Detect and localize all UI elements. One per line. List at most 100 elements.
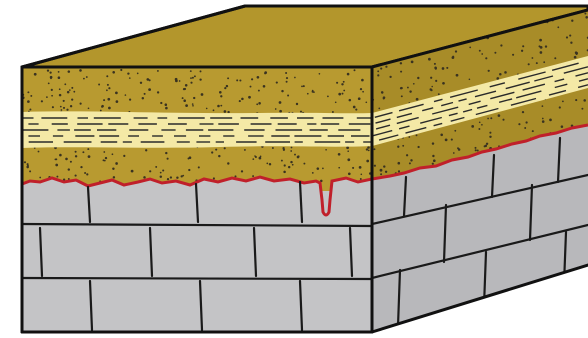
sand-grain-dot bbox=[557, 26, 559, 28]
sand-grain-dot bbox=[182, 97, 184, 99]
sand-grain-dot bbox=[58, 76, 61, 79]
sand-grain-dot bbox=[34, 73, 37, 76]
sand-grain-dot bbox=[252, 175, 254, 177]
sand-grain-dot bbox=[498, 114, 501, 117]
sand-grain-dot bbox=[224, 147, 226, 149]
sand-grain-dot bbox=[338, 153, 341, 156]
sand-grain-dot bbox=[27, 163, 29, 165]
sand-grain-dot bbox=[279, 101, 282, 104]
sand-grain-dot bbox=[380, 173, 382, 175]
sand-grain-dot bbox=[290, 150, 292, 152]
sand-grain-dot bbox=[322, 168, 324, 170]
sand-grain-dot bbox=[429, 88, 431, 90]
sand-grain-dot bbox=[75, 175, 77, 177]
sand-grain-dot bbox=[368, 150, 370, 152]
sand-grain-dot bbox=[24, 161, 26, 163]
sand-grain-dot bbox=[445, 139, 448, 142]
sand-grain-dot bbox=[58, 71, 60, 73]
sand-grain-dot bbox=[276, 82, 278, 84]
sand-grain-dot bbox=[115, 162, 118, 165]
block-front-face bbox=[21, 67, 372, 338]
sand-grain-dot bbox=[446, 67, 448, 69]
sand-grain-dot bbox=[338, 93, 341, 96]
sand-grain-dot bbox=[542, 105, 544, 107]
sand-grain-dot bbox=[185, 104, 188, 107]
sand-grain-dot bbox=[27, 100, 30, 103]
sand-grain-dot bbox=[438, 93, 440, 95]
sand-grain-dot bbox=[471, 125, 474, 128]
sand-grain-dot bbox=[562, 101, 564, 103]
sand-grain-dot bbox=[27, 91, 29, 93]
sand-grain-dot bbox=[409, 90, 411, 92]
sand-grain-dot bbox=[83, 78, 85, 80]
sand-grain-dot bbox=[416, 98, 419, 101]
sand-grain-dot bbox=[406, 154, 408, 156]
sand-grain-dot bbox=[485, 57, 487, 59]
sand-grain-dot bbox=[80, 103, 82, 105]
sand-grain-dot bbox=[82, 151, 84, 153]
sand-grain-dot bbox=[338, 167, 340, 169]
sand-grain-dot bbox=[227, 111, 229, 113]
sand-grain-dot bbox=[145, 149, 147, 151]
sand-grain-dot bbox=[286, 81, 288, 83]
sand-grain-dot bbox=[165, 152, 167, 154]
sand-grain-dot bbox=[283, 171, 286, 174]
sand-grain-dot bbox=[354, 69, 356, 71]
sand-grain-dot bbox=[319, 73, 321, 75]
sand-grain-dot bbox=[184, 88, 186, 90]
sand-grain-dot bbox=[407, 87, 409, 89]
sand-grain-dot bbox=[431, 86, 433, 88]
sand-grain-dot bbox=[569, 35, 571, 37]
sand-grain-dot bbox=[524, 127, 526, 129]
sand-grain-dot bbox=[211, 151, 213, 153]
sand-grain-dot bbox=[87, 148, 89, 150]
sand-grain-dot bbox=[226, 85, 228, 87]
sand-grain-dot bbox=[239, 100, 241, 102]
sand-grain-dot bbox=[101, 106, 103, 108]
sand-grain-dot bbox=[185, 84, 188, 87]
sand-grain-dot bbox=[68, 70, 71, 73]
sand-grain-dot bbox=[317, 167, 320, 170]
sand-grain-dot bbox=[365, 101, 367, 103]
sand-grain-dot bbox=[52, 106, 54, 108]
sand-grain-dot bbox=[347, 73, 350, 76]
sand-grain-dot bbox=[51, 89, 53, 91]
sand-grain-dot bbox=[236, 79, 238, 81]
sand-grain-dot bbox=[248, 96, 251, 99]
sand-grain-dot bbox=[570, 42, 572, 44]
sand-grain-dot bbox=[108, 87, 110, 89]
sand-grain-dot bbox=[494, 52, 496, 54]
sand-grain-dot bbox=[312, 172, 314, 174]
sand-grain-dot bbox=[100, 110, 102, 112]
sand-grain-dot bbox=[531, 57, 533, 59]
sand-grain-dot bbox=[256, 103, 258, 105]
sand-grain-dot bbox=[59, 88, 61, 90]
sand-grain-dot bbox=[455, 50, 457, 52]
sand-grain-dot bbox=[401, 95, 403, 97]
sand-grain-dot bbox=[335, 101, 337, 103]
sand-grain-dot bbox=[380, 169, 383, 172]
sand-grain-dot bbox=[131, 170, 134, 173]
sand-grain-dot bbox=[571, 20, 573, 22]
sand-grain-dot bbox=[554, 57, 556, 59]
sand-grain-dot bbox=[336, 82, 338, 84]
sand-grain-dot bbox=[575, 99, 577, 101]
sand-grain-dot bbox=[284, 164, 286, 166]
sand-grain-dot bbox=[383, 97, 385, 99]
sand-grain-dot bbox=[149, 79, 151, 81]
sand-grain-dot bbox=[263, 85, 266, 88]
sand-grain-dot bbox=[479, 121, 481, 123]
sand-grain-dot bbox=[469, 78, 471, 80]
sand-grain-dot bbox=[433, 159, 436, 162]
sand-grain-dot bbox=[389, 76, 391, 78]
sand-grain-dot bbox=[362, 91, 364, 93]
sand-grain-dot bbox=[576, 53, 578, 55]
sand-grain-dot bbox=[281, 90, 283, 92]
sand-grain-dot bbox=[50, 76, 53, 79]
sand-grain-dot bbox=[377, 74, 379, 76]
sand-grain-dot bbox=[500, 44, 502, 46]
sand-grain-dot bbox=[490, 117, 492, 119]
sand-grain-dot bbox=[59, 94, 62, 97]
sand-grain-dot bbox=[51, 95, 53, 97]
